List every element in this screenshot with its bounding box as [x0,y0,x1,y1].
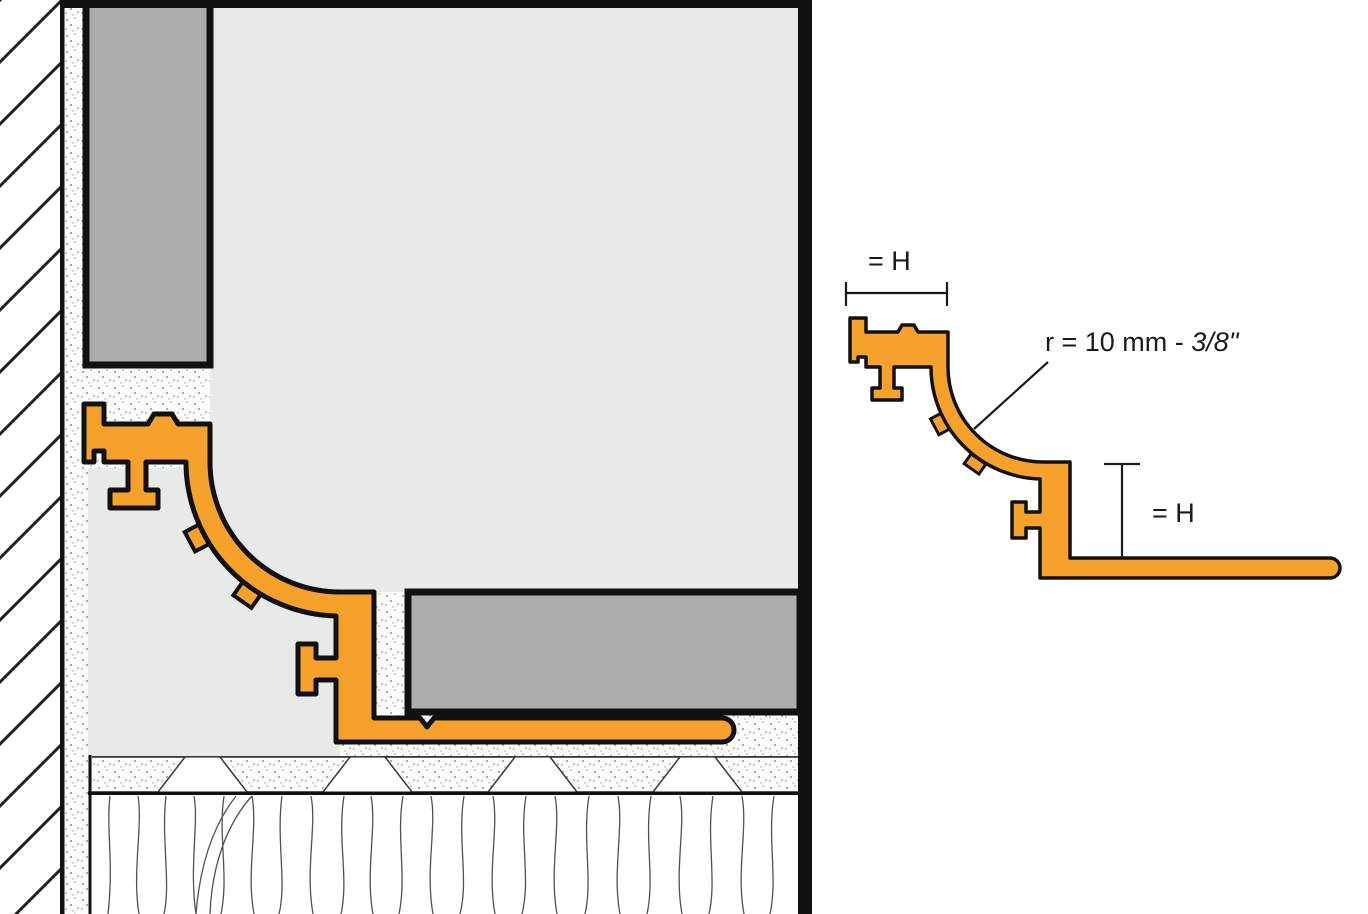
radius-label: r = 10 mm - 3/8" [1045,327,1240,357]
dim-top-width-line [844,282,949,306]
dim-height: = H [1104,462,1195,558]
wall-boundary-line [60,0,65,914]
dim-top-width: = H [844,246,949,306]
cove-profile-section [81,401,737,745]
wood-grain-lines [107,795,775,914]
ridge-band-topline [92,756,798,758]
floor-tile [404,588,804,716]
top-width-label: = H [868,246,911,276]
trowel-ridge-band [92,756,798,793]
wood-substrate [88,755,800,914]
radius-label-fraction: 3/8" [1191,327,1240,357]
radius-callout: r = 10 mm - 3/8" [973,327,1240,430]
cove-profile-body [81,401,737,745]
wall-thinset-stipple [64,0,88,914]
wood-left-line [88,755,92,914]
tile-joint-stipple [372,592,408,714]
height-label: = H [1152,498,1195,528]
radius-leader-line [973,361,1049,430]
wall-tile [82,0,214,369]
cove-profile-outline [848,316,1342,580]
radius-label-prefix: r = 10 mm - [1045,327,1191,357]
profile-dimension-drawing: = H r = 10 mm - 3/8" = H [844,246,1342,580]
dim-height-line [1104,462,1140,558]
structural-wall-hatch [0,0,60,914]
installation-section [0,0,812,914]
panel-divider [798,0,812,914]
wood-top-line [88,791,800,795]
top-border-line [62,0,812,8]
